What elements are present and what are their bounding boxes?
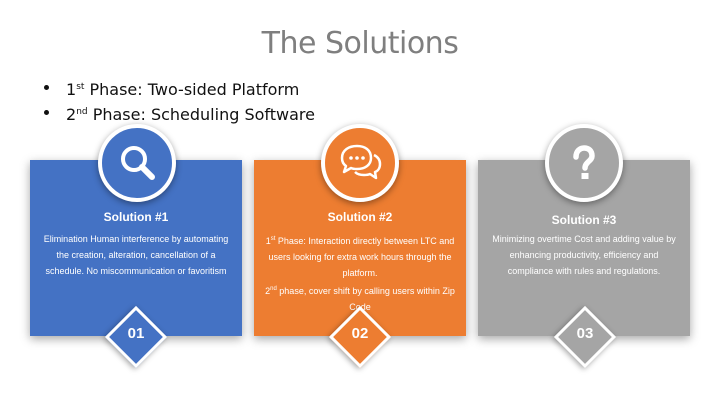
phase-list: 1st Phase: Two-sided Platform 2nd Phase:… — [44, 76, 315, 126]
card-body: 1st Phase: Interaction directly between … — [265, 236, 455, 312]
badge-number: 03 — [576, 325, 594, 342]
card-heading: Solution #3 — [551, 213, 617, 227]
badge-number: 01 — [127, 325, 145, 342]
card-body: Minimizing overtime Cost and adding valu… — [492, 234, 676, 276]
slide-title: The Solutions — [261, 26, 459, 61]
magnifier-icon — [98, 124, 176, 202]
phase-item-1: 1st Phase: Two-sided Platform — [44, 76, 315, 101]
badge-number: 02 — [351, 325, 369, 342]
card-body: Elimination Human interference by automa… — [43, 234, 229, 276]
card-heading: Solution #1 — [103, 210, 169, 224]
phase-item-2: 2nd Phase: Scheduling Software — [44, 101, 315, 126]
question-mark-icon — [545, 124, 623, 202]
chat-bubbles-icon — [321, 124, 399, 202]
card-heading: Solution #2 — [327, 210, 393, 224]
